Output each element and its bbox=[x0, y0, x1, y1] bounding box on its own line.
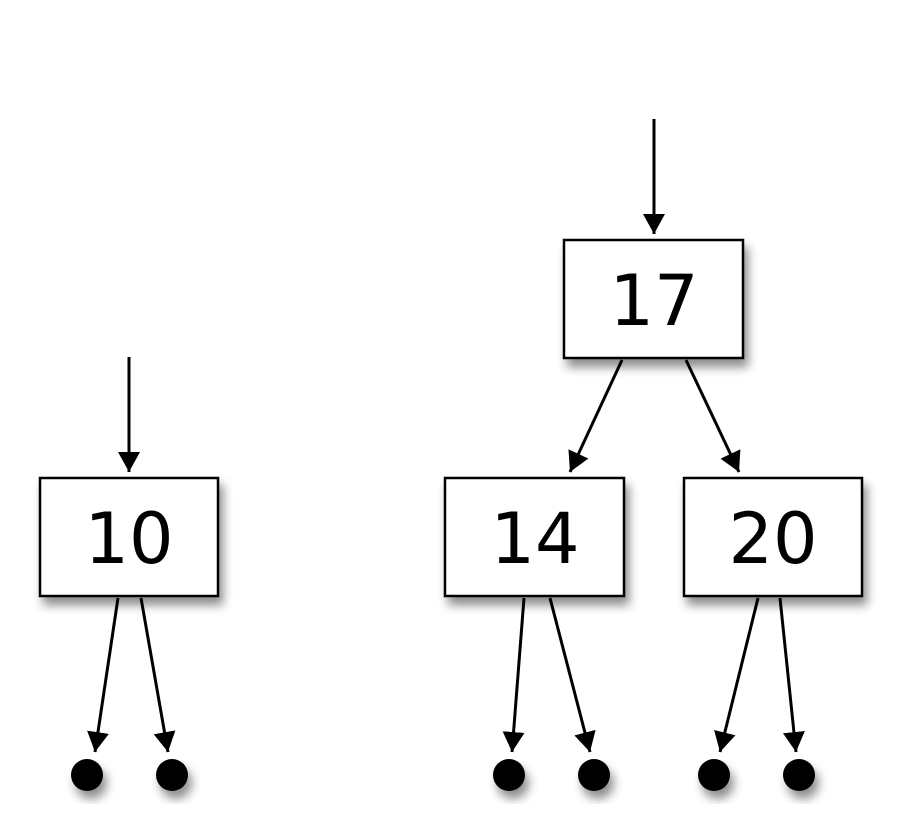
null-leaf bbox=[493, 759, 525, 791]
node-label: 10 bbox=[84, 498, 173, 580]
null-leaf bbox=[783, 759, 815, 791]
node-label: 20 bbox=[728, 498, 817, 580]
node-14: 14 bbox=[443, 476, 626, 598]
right-child-arrow bbox=[139, 597, 176, 753]
right-child-arrow bbox=[778, 597, 805, 753]
null-leaf bbox=[578, 759, 610, 791]
null-leaf bbox=[71, 759, 103, 791]
null-leaf bbox=[156, 759, 188, 791]
node-17: 17 bbox=[562, 238, 745, 360]
node-label: 17 bbox=[609, 260, 698, 342]
node-10: 10 bbox=[38, 476, 220, 598]
node-20: 20 bbox=[682, 476, 864, 598]
right-child-arrow bbox=[548, 597, 596, 753]
node-box bbox=[562, 238, 745, 360]
node-box bbox=[443, 476, 626, 598]
left-child-arrow bbox=[502, 597, 526, 753]
tree-1: 10 bbox=[38, 357, 220, 791]
null-leaf bbox=[698, 759, 730, 791]
left-child-arrow bbox=[714, 597, 760, 753]
right-child-arrow bbox=[684, 359, 741, 473]
tree-2: 17 14 20 bbox=[443, 119, 864, 791]
left-child-arrow bbox=[87, 597, 120, 753]
node-label: 14 bbox=[490, 498, 579, 580]
node-box bbox=[682, 476, 864, 598]
node-box bbox=[38, 476, 220, 598]
left-child-arrow bbox=[568, 359, 624, 473]
